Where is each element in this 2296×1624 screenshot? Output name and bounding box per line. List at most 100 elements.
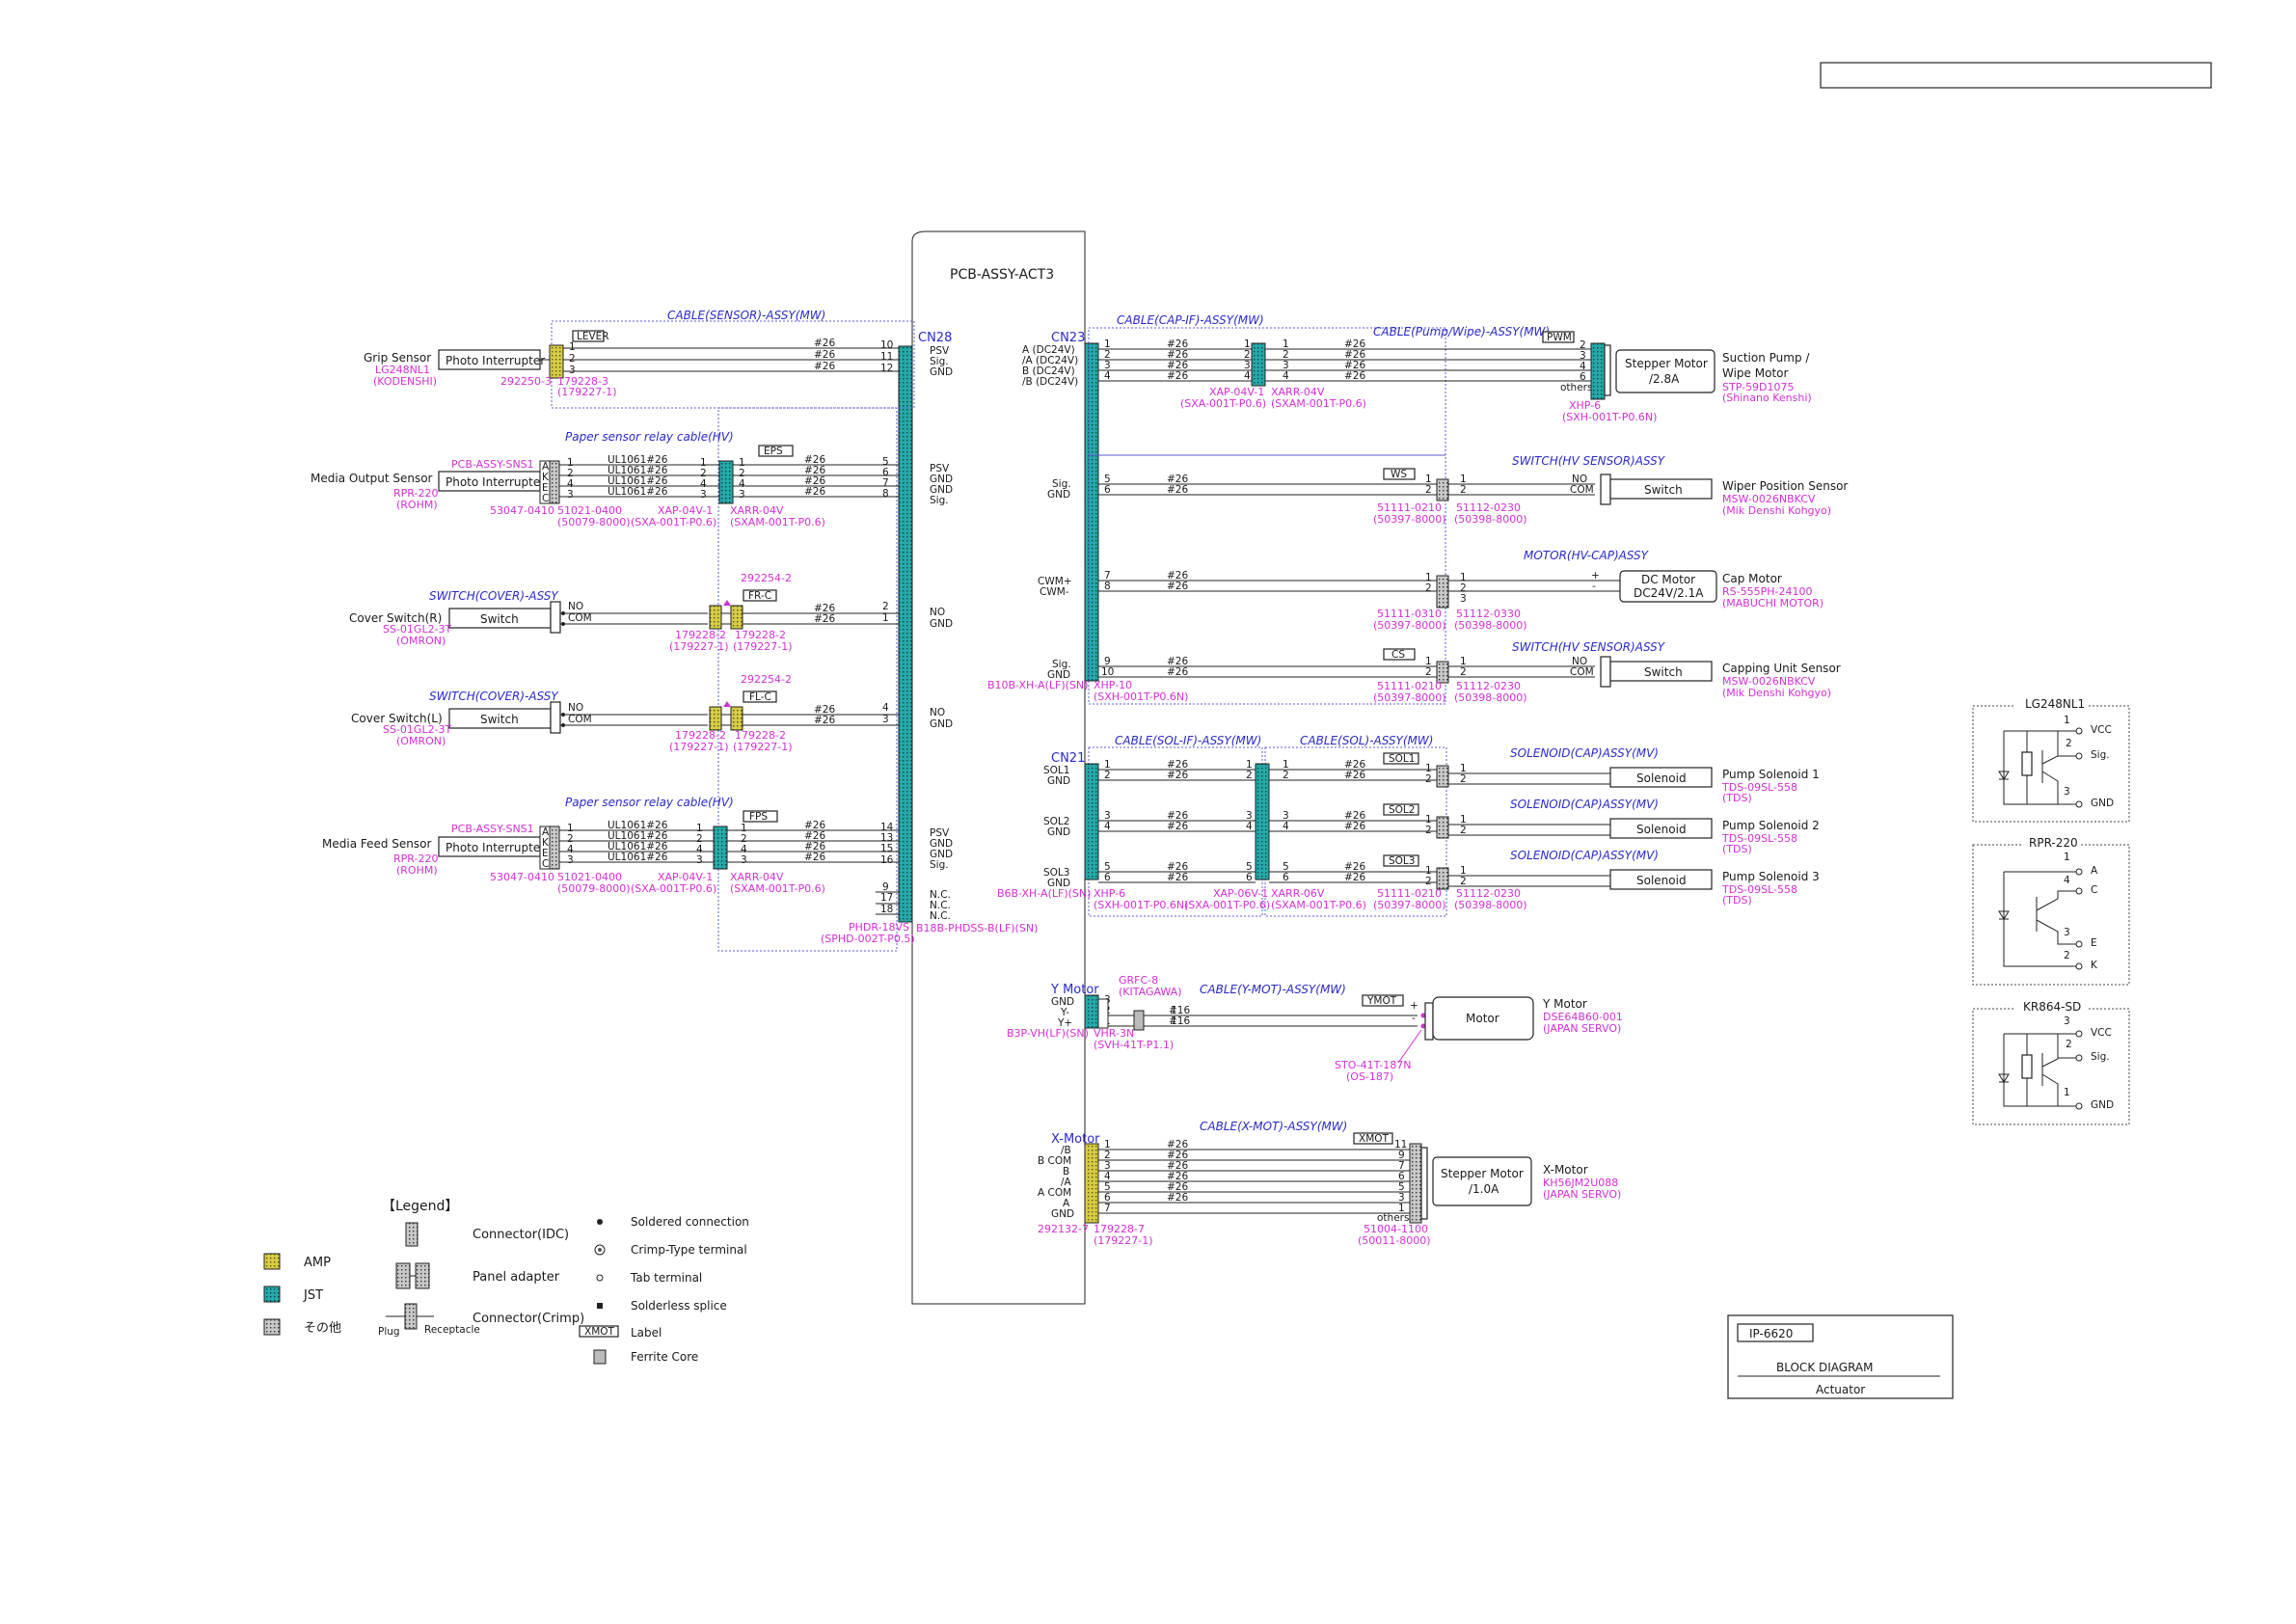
label-text: #26 (1167, 1160, 1188, 1172)
label-text: #26 (1344, 810, 1365, 822)
label-text: LG248NL1 (375, 364, 430, 376)
svg-text:3: 3 (1104, 1160, 1111, 1172)
label-text: K (542, 837, 550, 849)
label-text: #26 (1167, 570, 1188, 582)
svg-text:NO: NO (1572, 474, 1587, 485)
svg-text:6: 6 (1104, 872, 1111, 883)
sol-cable-label: CABLE(SOL)-ASSY(MW) (1300, 734, 1433, 747)
grip-sensor-name: Grip Sensor (364, 351, 431, 365)
label-text: (179227-1) (557, 386, 617, 398)
svg-text:4: 4 (1283, 821, 1289, 832)
label-text: 179228-2 (675, 629, 726, 641)
label-text: (SXAM-001T-P0.6) (730, 882, 825, 895)
label-text: 5 (882, 456, 889, 468)
label-text: #26 (1167, 1181, 1188, 1193)
label-text: UL1061#26 (608, 454, 668, 466)
label-text: 3 (569, 365, 576, 376)
cn28-sig: N.C. (930, 889, 951, 901)
label-text: #26 (1167, 861, 1188, 873)
label-text: 10 (880, 339, 893, 351)
label-text: (TDS) (1722, 843, 1752, 855)
label-text: 3 (739, 489, 745, 501)
label-text: (50398-8000) (1454, 691, 1527, 704)
cn28-sig: GND (930, 849, 953, 860)
sol1-device-box (1609, 767, 1713, 788)
media-output-sensor-group: Paper sensor relay cable(HV) EPS PCB-ASS… (311, 407, 899, 952)
svg-text:3: 3 (1104, 810, 1111, 822)
label-text: 3 (882, 714, 889, 725)
label-text: XMOT (584, 1326, 615, 1338)
label-text: Panel adapter (473, 1270, 560, 1285)
svg-text:4: 4 (1244, 370, 1251, 382)
label-text: 4 (567, 844, 574, 855)
label-text: 1 (2064, 1087, 2070, 1098)
label-text: GND (1047, 878, 1070, 889)
svg-text:3: 3 (1104, 360, 1111, 371)
pump-solenoid-1-name: Pump Solenoid 1 (1722, 768, 1820, 781)
label-text: #26 (1344, 338, 1365, 350)
wiper-sensor-name: Wiper Position Sensor (1722, 479, 1848, 493)
label-text: (OS-187) (1346, 1070, 1393, 1083)
pump-wipe-cable-label: CABLE(Pump/Wipe)-ASSY(MW) (1373, 325, 1550, 338)
label-text: RPR-220 (2029, 836, 2078, 850)
cn11-y-motor-group: Y Motor GND Y- Y+ GRFC-8 (KITAGAWA) CABL… (1007, 974, 1623, 1083)
cover-l-assy-label: SWITCH(COVER)-ASSY (429, 690, 559, 703)
label-text: RPR-220 (393, 853, 438, 865)
cover-switch-r-group: SWITCH(COVER)-ASSY 292254-2 FR-C Cover S… (349, 572, 899, 653)
label-text: 51004-1100 (1364, 1223, 1428, 1235)
label-text: SS-01GL2-3T (383, 723, 452, 736)
cn28-pcb: B18B-PHDSS-B(LF)(SN) (916, 922, 1038, 934)
label-text: #26 (1344, 370, 1365, 382)
label-text: #26 (814, 603, 835, 614)
label-text: (KITAGAWA) (1119, 986, 1181, 998)
cn28-sig: NO (930, 607, 945, 618)
label-text: 51112-0230 (1456, 501, 1521, 514)
label-text: GND (1051, 996, 1074, 1008)
label-text: E (542, 848, 549, 859)
label-text: (SXH-001T-P0.6N) (1562, 411, 1657, 423)
label-text: 6 (1398, 1171, 1405, 1182)
label-text: Switch (1644, 483, 1683, 497)
label-text: UL1061#26 (608, 486, 668, 498)
label-text: (50079-8000) (557, 516, 631, 528)
svg-text:4: 4 (1104, 370, 1111, 382)
label-text: (50397-8000) (1373, 513, 1446, 526)
cn28-sig: GND (930, 618, 953, 630)
y-motor-name: Y Motor (1542, 997, 1587, 1011)
svg-text:2: 2 (1244, 349, 1251, 361)
label-text: A (542, 826, 550, 838)
label-text: K (542, 472, 550, 483)
sol3-assy-label: SOLENOID(CAP)ASSY(MV) (1510, 849, 1659, 862)
label-text: XHP-6 (1569, 399, 1601, 412)
cn23-label: CN23 (1051, 331, 1085, 345)
cn28-sig: PSV (930, 345, 950, 357)
label-text: 4 (882, 702, 889, 714)
label-text: 7 (882, 477, 889, 489)
cn28-sig: GND (930, 484, 953, 496)
label-text: 179228-7 (1094, 1223, 1145, 1235)
label-text: XAP-06V-1 (1213, 887, 1268, 900)
label-text: (OMRON) (396, 635, 446, 647)
label-text: Solenoid (1636, 823, 1687, 836)
cn10-x-motor-group: X-Motor /B B COM B /A A COM A GND CABLE(… (1038, 1120, 1621, 1247)
label-text: Tab terminal (630, 1271, 702, 1285)
label-text: 2 (739, 468, 745, 479)
svg-text:1: 1 (1460, 474, 1467, 485)
label-text: AMP (304, 1256, 331, 1270)
label-text: (MABUCHI MOTOR) (1722, 597, 1823, 609)
cn28-sig: Sig. (930, 495, 949, 506)
label-text: (SXH-001T-P0.6N) (1094, 899, 1188, 911)
label-text: (SXA-001T-P0.6) (1184, 899, 1270, 911)
svg-text:2: 2 (1104, 1150, 1111, 1161)
grip-sensor-group: CABLE(SENSOR)-ASSY(MW) LEVER Grip Sensor… (364, 309, 915, 409)
label-text: #26 (1167, 1150, 1188, 1161)
label-text: PWM (1547, 332, 1572, 343)
cn28-pin-numbers: 10 11 12 5 6 7 8 2 1 4 3 14 13 15 16 9 1… (876, 339, 899, 915)
label-text: #26 (814, 338, 835, 349)
svg-text:2: 2 (1460, 582, 1467, 594)
y-mot-cable-label: CABLE(Y-MOT)-ASSY(MW) (1200, 983, 1346, 996)
label-text: 4 (567, 478, 574, 490)
label-text: 292132-7 (1038, 1223, 1089, 1235)
label-text: #26 (1167, 349, 1188, 361)
label-text: Label (631, 1326, 662, 1340)
